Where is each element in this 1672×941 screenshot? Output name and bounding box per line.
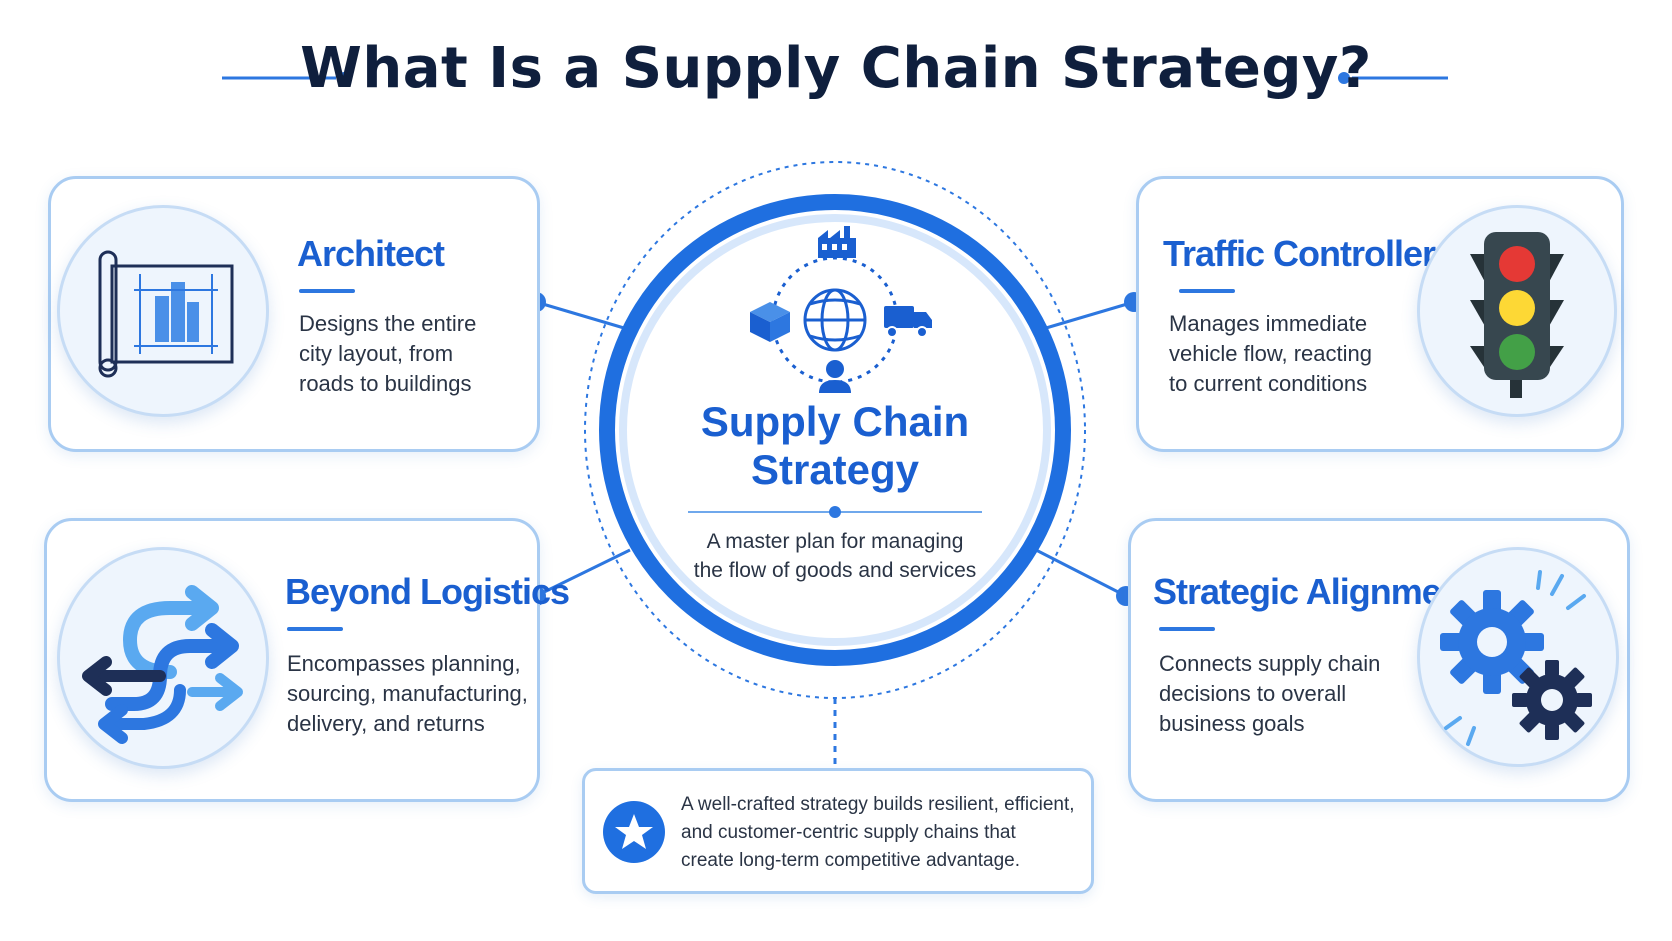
card-underline-architect bbox=[299, 289, 355, 293]
card-underline-traffic bbox=[1179, 289, 1235, 293]
gears-icon-circle bbox=[1417, 547, 1619, 767]
factory-icon bbox=[818, 226, 856, 258]
traffic-green-light bbox=[1499, 334, 1535, 370]
box-icon bbox=[750, 302, 790, 342]
hub-divider-dot bbox=[829, 506, 841, 518]
traffic-light-icon-circle bbox=[1417, 205, 1617, 417]
globe-icon bbox=[803, 288, 867, 352]
traffic-light-icon bbox=[1470, 232, 1564, 398]
star-icon bbox=[603, 801, 665, 863]
card-underline-logistics bbox=[287, 627, 343, 631]
card-architect: Architect Designs the entire city layout… bbox=[48, 176, 540, 452]
card-desc-architect: Designs the entire city layout, from roa… bbox=[299, 311, 477, 396]
card-title-traffic: Traffic Controller bbox=[1163, 233, 1436, 274]
truck-icon bbox=[884, 306, 932, 338]
card-title-logistics: Beyond Logistics bbox=[285, 571, 570, 612]
card-title-architect: Architect bbox=[297, 233, 445, 274]
card-beyond-logistics: Beyond Logistics Encompasses planning, s… bbox=[44, 518, 570, 802]
card-traffic-controller: Traffic Controller Manages immediate veh… bbox=[1136, 176, 1624, 452]
hub-description: A master plan for managing the flow of g… bbox=[693, 530, 977, 582]
card-underline-alignment bbox=[1159, 627, 1215, 631]
summary-note: A well-crafted strategy builds resilient… bbox=[582, 768, 1094, 894]
arrows-icon bbox=[82, 585, 243, 744]
card-desc-traffic: Manages immediate vehicle flow, reacting… bbox=[1169, 311, 1372, 396]
hub-main-ring bbox=[599, 194, 1071, 666]
page-title: What Is a Supply Chain Strategy? bbox=[300, 36, 1372, 101]
title-right-dot bbox=[1338, 72, 1350, 84]
traffic-yellow-light bbox=[1499, 290, 1535, 326]
blueprint-icon bbox=[98, 250, 234, 378]
title-left-dot bbox=[338, 72, 350, 84]
person-icon bbox=[819, 360, 851, 393]
summary-note-text: A well-crafted strategy builds resilient… bbox=[681, 794, 1075, 871]
card-title-alignment: Strategic Alignment bbox=[1153, 571, 1474, 612]
traffic-red-light bbox=[1499, 246, 1535, 282]
connector-logistics bbox=[535, 548, 631, 598]
hub-outer-dashed-ring bbox=[584, 161, 1086, 699]
connector-architect bbox=[535, 300, 625, 330]
connector-alignment bbox=[1035, 548, 1127, 598]
card-desc-alignment: Connects supply chain decisions to overa… bbox=[1159, 651, 1381, 736]
arrows-icon-circle bbox=[57, 547, 269, 769]
blueprint-icon-circle bbox=[57, 205, 269, 417]
card-strategic-alignment: Strategic Alignment Connects supply chai… bbox=[1128, 518, 1630, 802]
gears-icon bbox=[1440, 570, 1592, 746]
hub-title: Supply Chain Strategy bbox=[700, 398, 970, 493]
hub-inner-ring bbox=[619, 214, 1051, 646]
connector-traffic bbox=[1045, 300, 1135, 330]
card-desc-logistics: Encompasses planning, sourcing, manufact… bbox=[287, 651, 528, 736]
